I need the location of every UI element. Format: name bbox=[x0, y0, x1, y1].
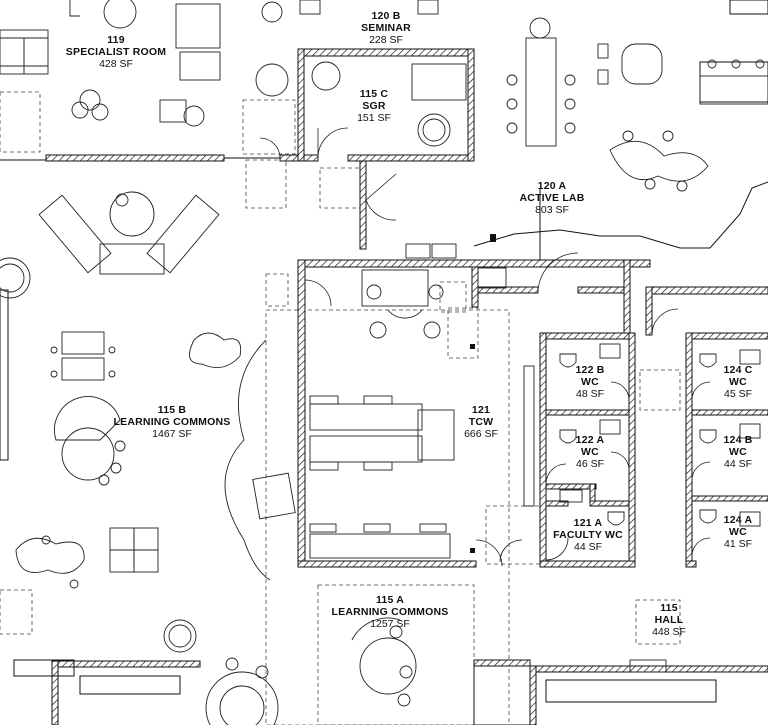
room-name: WC bbox=[729, 376, 747, 388]
room-name: LEARNING COMMONS bbox=[113, 416, 231, 428]
room-label-115: 115 HALL 448 SF bbox=[652, 602, 686, 638]
room-area: 1257 SF bbox=[370, 618, 410, 630]
room-area: 45 SF bbox=[723, 388, 752, 400]
room-area: 428 SF bbox=[99, 58, 133, 70]
room-area: 448 SF bbox=[652, 626, 686, 638]
room-area: 41 SF bbox=[723, 538, 753, 550]
room-label-115a: 115 A LEARNING COMMONS 1257 SF bbox=[332, 594, 449, 630]
room-name: HALL bbox=[654, 614, 684, 626]
room-number: 115 A bbox=[375, 594, 405, 606]
room-label-124c: 124 C WC 45 SF bbox=[723, 364, 752, 400]
room-number: 120 A bbox=[537, 180, 567, 192]
room-name: LEARNING COMMONS bbox=[331, 606, 449, 618]
room-area: 803 SF bbox=[535, 204, 569, 216]
room-label-115b: 115 B LEARNING COMMONS 1467 SF bbox=[114, 404, 231, 440]
room-number: 115 B bbox=[157, 404, 187, 416]
door-swings bbox=[259, 127, 711, 567]
room-area: 228 SF bbox=[369, 34, 403, 46]
room-area: 46 SF bbox=[575, 458, 605, 470]
room-label-120b: 120 B SEMINAR 228 SF bbox=[361, 10, 411, 46]
walls bbox=[45, 48, 768, 725]
room-area: 151 SF bbox=[357, 112, 391, 124]
room-label-120a: 120 A ACTIVE LAB 803 SF bbox=[520, 180, 585, 216]
room-name: SEMINAR bbox=[361, 22, 411, 34]
room-number: 115 bbox=[660, 602, 678, 614]
room-number: 121 bbox=[471, 404, 491, 416]
room-label-121a: 121 A FACULTY WC 44 SF bbox=[553, 517, 623, 553]
room-name: ACTIVE LAB bbox=[519, 192, 585, 204]
room-number: 124 A bbox=[723, 514, 753, 526]
room-label-122a: 122 A WC 46 SF bbox=[576, 434, 605, 470]
room-number: 120 B bbox=[371, 10, 401, 22]
room-number: 119 bbox=[107, 34, 125, 46]
room-area: 48 SF bbox=[575, 388, 604, 400]
room-name: WC bbox=[729, 526, 747, 538]
room-name: TCW bbox=[468, 416, 494, 428]
room-number: 124 B bbox=[723, 434, 753, 446]
room-label-122b: 122 B WC 48 SF bbox=[575, 364, 604, 400]
room-label-124b: 124 B WC 44 SF bbox=[723, 434, 752, 470]
room-label-115c: 115 C SGR 151 SF bbox=[357, 88, 391, 124]
room-number: 122 A bbox=[575, 434, 605, 446]
room-name: WC bbox=[729, 446, 747, 458]
room-label-119: 119 SPECIALIST ROOM 428 SF bbox=[66, 34, 166, 70]
room-number: 122 B bbox=[575, 364, 605, 376]
room-name: WC bbox=[581, 376, 599, 388]
room-name: WC bbox=[581, 446, 599, 458]
room-area: 44 SF bbox=[723, 458, 752, 470]
room-area: 1467 SF bbox=[152, 428, 192, 440]
room-number: 115 C bbox=[359, 88, 389, 100]
room-number: 124 C bbox=[723, 364, 753, 376]
room-area: 666 SF bbox=[464, 428, 498, 440]
room-name: FACULTY WC bbox=[553, 529, 623, 541]
room-area: 44 SF bbox=[573, 541, 603, 553]
pins bbox=[470, 234, 496, 553]
room-name: SPECIALIST ROOM bbox=[65, 46, 167, 58]
room-label-121: 121 TCW 666 SF bbox=[464, 404, 498, 440]
room-number: 121 A bbox=[573, 517, 603, 529]
room-label-124a: 124 A WC 41 SF bbox=[724, 514, 753, 550]
room-name: SGR bbox=[362, 100, 386, 112]
